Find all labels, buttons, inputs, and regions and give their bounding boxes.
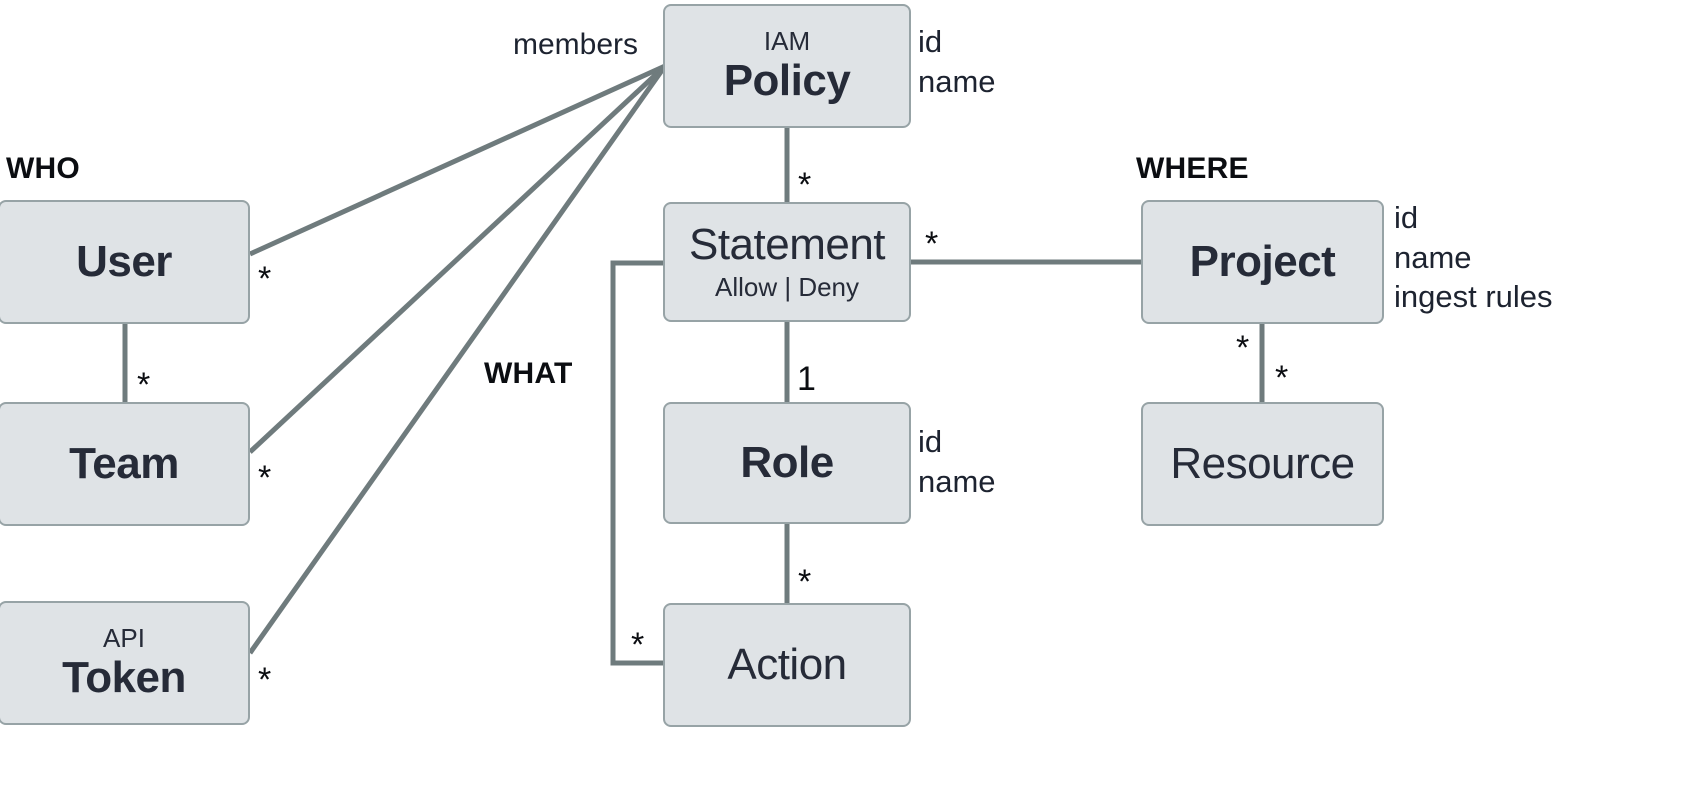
- multiplicity-policy-statement: *: [798, 166, 812, 204]
- edge-label-members: members: [513, 28, 639, 61]
- multiplicity-team-policy: *: [258, 459, 272, 497]
- attrs-role-line-1: id: [918, 424, 943, 459]
- node-team[interactable]: Team: [0, 402, 250, 526]
- edge-user-policy: [248, 63, 667, 257]
- attrs-project-line-2: name: [1394, 239, 1472, 275]
- edge-statement-action: [610, 260, 665, 666]
- multiplicity-user-team: *: [137, 366, 151, 404]
- multiplicity-role-action: *: [798, 563, 812, 601]
- multiplicity-token-policy: *: [258, 661, 272, 699]
- multiplicity-statement-project: *: [925, 225, 939, 263]
- group-label-who: WHO: [6, 152, 80, 185]
- node-statement-title: Statement: [688, 220, 886, 270]
- attrs-role: id name: [918, 422, 996, 501]
- node-policy-title: Policy: [723, 55, 851, 105]
- multiplicity-resource-project: *: [1275, 359, 1289, 397]
- node-team-title: Team: [69, 438, 179, 488]
- node-role[interactable]: Role: [663, 402, 911, 524]
- group-label-where: WHERE: [1136, 152, 1249, 185]
- node-project[interactable]: Project: [1141, 200, 1384, 324]
- attrs-role-line-2: name: [918, 463, 996, 499]
- group-label-what: WHAT: [484, 357, 573, 390]
- node-statement[interactable]: Statement Allow | Deny: [663, 202, 911, 322]
- attrs-policy-line-1: id: [918, 24, 943, 59]
- edge-team-policy: [248, 64, 667, 454]
- multiplicity-user-policy: *: [258, 260, 272, 298]
- node-resource[interactable]: Resource: [1141, 402, 1384, 526]
- node-resource-title: Resource: [1170, 438, 1355, 488]
- attrs-policy: id name: [918, 22, 996, 101]
- attrs-project-line-3: ingest rules: [1394, 279, 1553, 315]
- node-policy-subtitle: IAM: [763, 26, 811, 57]
- node-action[interactable]: Action: [663, 603, 911, 727]
- node-api-token-title: Token: [62, 652, 186, 702]
- attrs-project: id name ingest rules: [1394, 198, 1553, 317]
- node-project-title: Project: [1189, 236, 1336, 286]
- multiplicity-project-resource: *: [1236, 329, 1250, 367]
- node-user[interactable]: User: [0, 200, 250, 324]
- node-action-title: Action: [727, 639, 847, 689]
- node-api-token-subtitle: API: [103, 623, 145, 654]
- attrs-project-line-1: id: [1394, 200, 1419, 235]
- multiplicity-statement-action: *: [631, 626, 645, 664]
- node-user-title: User: [76, 236, 172, 286]
- edge-token-policy: [247, 64, 668, 655]
- node-api-token[interactable]: API Token: [0, 601, 250, 725]
- node-iam-policy[interactable]: IAM Policy: [663, 4, 911, 128]
- node-role-title: Role: [740, 437, 834, 487]
- attrs-policy-line-2: name: [918, 63, 996, 99]
- node-statement-note: Allow | Deny: [714, 272, 860, 303]
- multiplicity-statement-role: 1: [797, 360, 816, 398]
